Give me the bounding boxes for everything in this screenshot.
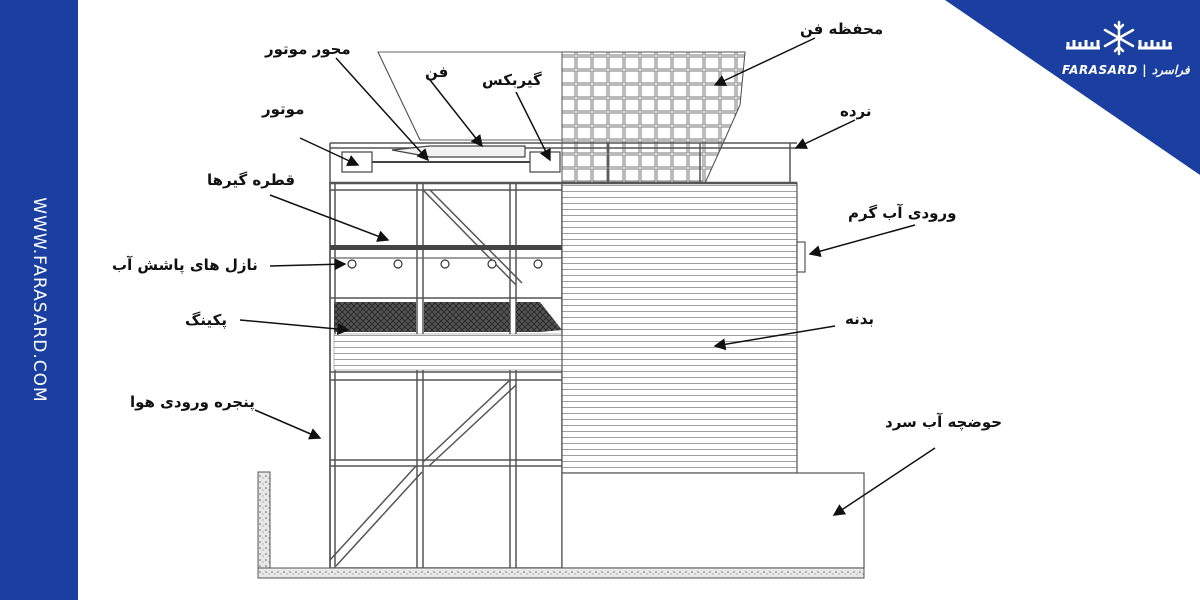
- foundation-base: [257, 567, 865, 579]
- label-hot-water-inlet: ورودی آب گرم: [848, 204, 957, 222]
- left-sidebar: WWW.FARASARD.COM: [0, 0, 78, 600]
- label-drift-eliminators: قطره گیرها: [207, 171, 296, 189]
- callout-arrows: [239, 37, 936, 516]
- label-fan: فن: [425, 63, 449, 81]
- spray-nozzle-row: [330, 257, 562, 269]
- drift-eliminator-band: [330, 245, 562, 250]
- label-motor-shaft: محور موتور: [265, 40, 351, 58]
- label-packing: پکینگ: [185, 311, 227, 329]
- label-fan-housing: محفظه فن: [800, 20, 884, 38]
- foundation-left: [257, 471, 271, 573]
- packing-block: [333, 302, 563, 371]
- tower-frame: [329, 182, 563, 569]
- snowflake-logo-icon: [1066, 20, 1172, 56]
- cold-water-basin-shape: [561, 472, 865, 569]
- body-panel: [561, 182, 798, 474]
- label-cold-water-basin: حوضچه آب سرد: [885, 413, 1003, 431]
- label-gearbox: گیربکس: [482, 71, 542, 89]
- corner-banner: [945, 0, 1200, 175]
- motor-assembly: [341, 145, 561, 173]
- hot-water-inlet-pipe: [796, 241, 806, 273]
- label-motor: موتور: [262, 100, 305, 118]
- label-air-inlet-louver: پنجره ورودی هوا: [130, 393, 255, 411]
- brand-logo-text: FARASARD | فراسرد: [1062, 63, 1190, 77]
- label-body: بدنه: [845, 310, 875, 328]
- label-railing: نرده: [840, 102, 872, 120]
- label-spray-nozzles: نازل های پاشش آب: [112, 256, 258, 274]
